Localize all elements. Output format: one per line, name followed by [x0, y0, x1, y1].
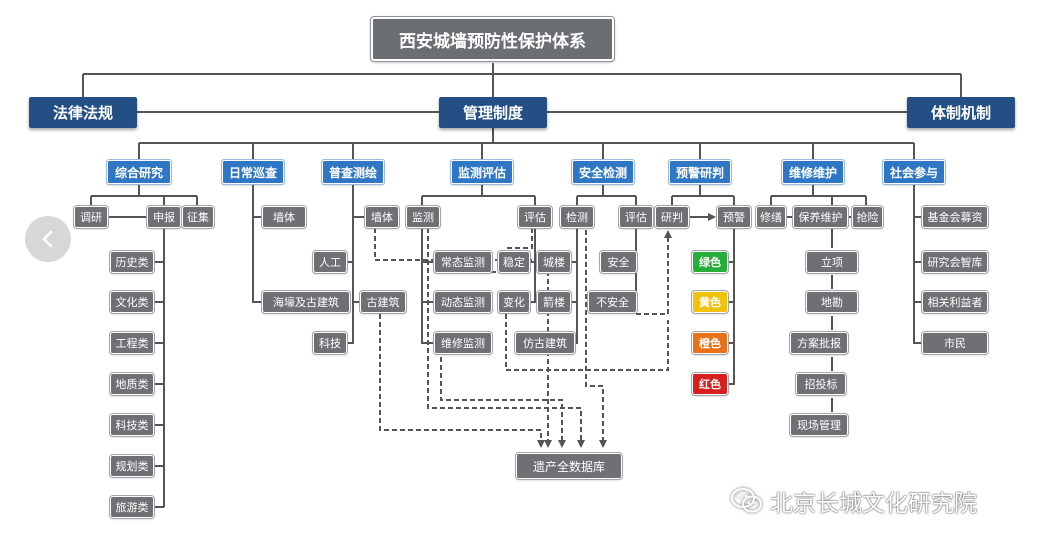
- leaf-buanquan: 不安全: [587, 290, 638, 314]
- leaf-dongtai: 动态监测: [433, 290, 493, 314]
- leaf-bianhua: 变化: [497, 290, 531, 314]
- leaf-liyi: 相关利益者: [921, 290, 989, 314]
- leaf-wenhua: 文化类: [109, 290, 155, 314]
- category-survey: 普查测绘: [321, 159, 385, 185]
- leaf-lixiang: 立项: [805, 250, 859, 274]
- leaf-xiushan: 修缮: [755, 205, 787, 229]
- leaf-jiance-b: 检测: [559, 205, 595, 229]
- leaf-qiangxian: 抢险: [851, 205, 884, 229]
- level-green: 绿色: [691, 250, 729, 274]
- root-title: 西安城墙预防性保护体系: [370, 16, 615, 62]
- leaf-shenbao: 申报: [146, 205, 182, 229]
- category-safety: 安全检测: [571, 159, 635, 185]
- leaf-anquan: 安全: [599, 250, 638, 274]
- laws-node: 法律法规: [29, 97, 137, 128]
- leaf-pinggu-b: 评估: [618, 205, 654, 229]
- level-yellow: 黄色: [691, 290, 729, 314]
- category-research: 综合研究: [106, 159, 172, 185]
- leaf-xianchang: 现场管理: [789, 413, 849, 437]
- level-orange: 橙色: [691, 331, 729, 355]
- flow-monitor-to-db-b: [440, 357, 566, 448]
- mechanism-node: 体制机制: [907, 97, 1015, 128]
- leaf-lvyou: 旅游类: [109, 495, 155, 519]
- leaf-dizhi: 地质类: [109, 372, 155, 396]
- level-red: 红色: [691, 372, 729, 396]
- leaf-weixiu-jc: 维修监测: [433, 331, 493, 355]
- leaf-patrol-moat: 海壕及古建筑: [261, 290, 351, 314]
- leaf-diaoyan: 调研: [73, 205, 109, 229]
- flow-change-to-judgment: [505, 314, 669, 371]
- heritage-database: 遗产全数据库: [515, 452, 623, 480]
- category-social: 社会参与: [882, 159, 946, 185]
- leaf-lishi: 历史类: [109, 250, 155, 274]
- wechat-icon: [731, 488, 762, 513]
- flow-ancient-building-to-db: [379, 314, 545, 448]
- leaf-rengong: 人工: [312, 250, 348, 274]
- category-warning: 预警研判: [668, 159, 732, 185]
- leaf-dikan: 地勘: [805, 290, 859, 314]
- watermark-text: 北京长城文化研究院: [770, 491, 977, 517]
- leaf-patrol-wall: 墙体: [261, 205, 307, 229]
- category-monitor: 监测评估: [450, 159, 514, 185]
- leaf-fanggu: 仿古建筑: [514, 331, 576, 355]
- leaf-shimin: 市民: [921, 331, 989, 355]
- category-patrol: 日常巡查: [221, 159, 285, 185]
- leaf-zhiku: 研究会智库: [921, 250, 989, 274]
- flow-inspection-to-db: [585, 230, 607, 448]
- leaf-gujianzhu: 古建筑: [359, 290, 407, 314]
- leaf-changtai: 常态监测: [433, 250, 493, 274]
- leaf-jiance: 监测: [405, 205, 441, 229]
- leaf-gongcheng: 工程类: [109, 331, 155, 355]
- leaf-chenglou: 城楼: [536, 250, 572, 274]
- leaf-zhaotoubiao: 招投标: [795, 372, 847, 396]
- leaf-wending: 稳定: [497, 250, 531, 274]
- flow-monitoring-to-db: [427, 228, 585, 448]
- leaf-jijinhui: 基金会募资: [921, 205, 989, 229]
- leaf-baoyang: 保养维护: [792, 205, 849, 229]
- leaf-yujing: 预警: [716, 205, 752, 229]
- category-repair: 维修维护: [781, 159, 845, 185]
- watermark: 北京长城文化研究院: [730, 486, 977, 517]
- leaf-guihua: 规划类: [109, 454, 155, 478]
- chevron-left-icon: [42, 230, 53, 248]
- management-node: 管理制度: [439, 97, 547, 128]
- leaf-yanpan: 研判: [654, 205, 690, 229]
- leaf-fangan: 方案批报: [789, 331, 849, 355]
- leaf-survey-wall: 墙体: [364, 205, 400, 229]
- leaf-jianlou: 箭楼: [536, 290, 572, 314]
- leaf-pinggu-a: 评估: [517, 205, 553, 229]
- leaf-keji-lei: 科技类: [109, 413, 155, 437]
- leaf-keji: 科技: [312, 331, 348, 355]
- leaf-zhengji: 征集: [181, 205, 215, 229]
- nav-back-button[interactable]: [25, 216, 71, 262]
- flow-unsafe-to-judgment: [636, 230, 672, 315]
